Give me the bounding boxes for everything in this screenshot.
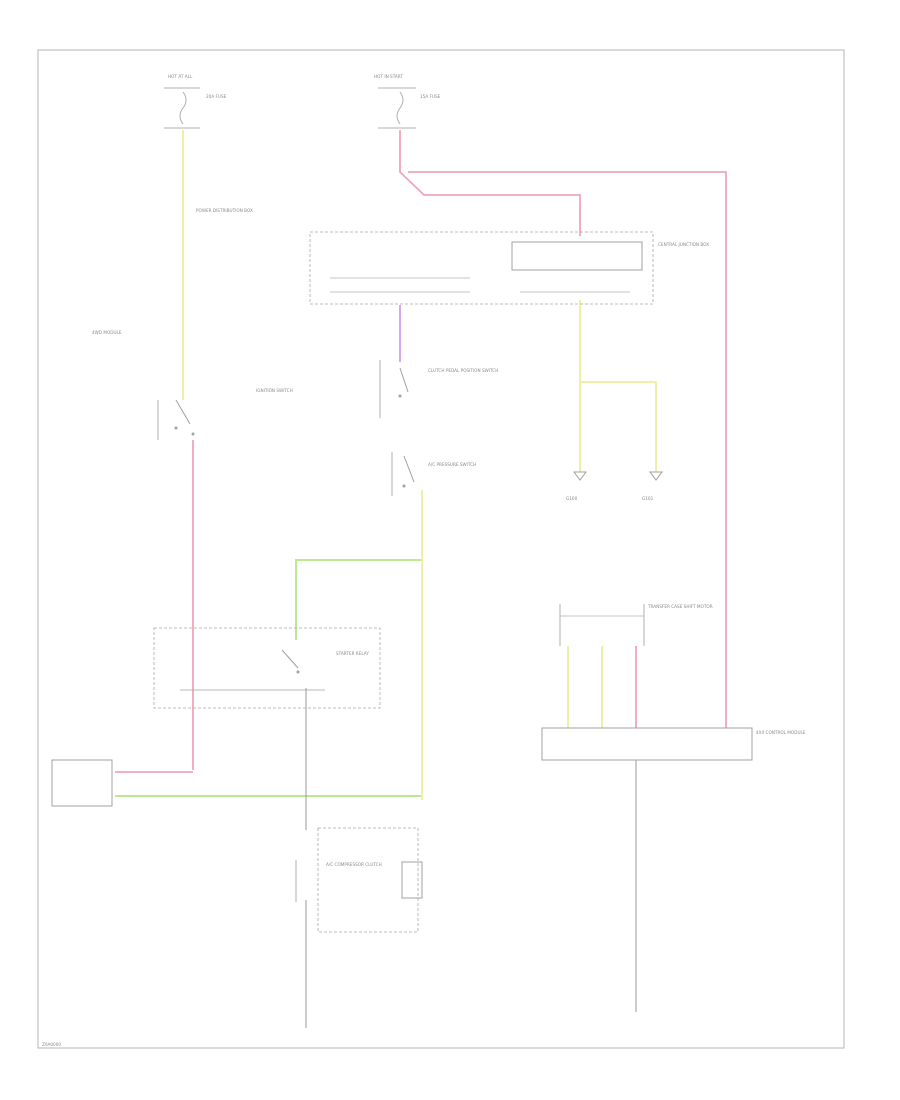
label-4x4-module: 4X4 CONTROL MODULE <box>756 730 806 735</box>
fuse-center <box>378 87 416 129</box>
label-transfer-case: TRANSFER CASE SHIFT MOTOR <box>647 604 713 609</box>
junction-relay-right <box>511 241 643 271</box>
label-power-dist: POWER DISTRIBUTION BOX <box>196 208 253 213</box>
label-4wd: 4WD MODULE <box>92 330 122 335</box>
label-clutch-pedal: CLUTCH PEDAL POSITION SWITCH <box>428 368 498 373</box>
ac-pressure-switch <box>391 452 415 496</box>
label-fuse-left: 20A FUSE <box>206 94 227 99</box>
wire-yellow-right-b <box>580 381 657 472</box>
label-fuse-right: 15A FUSE <box>420 94 441 99</box>
fuse-left <box>164 87 200 129</box>
label-ground-g101: G101 <box>642 496 654 501</box>
clutch-switch <box>379 360 409 418</box>
4x4-module-box <box>541 727 753 761</box>
ground-g101 <box>649 471 663 481</box>
ac-clutch-coil <box>401 861 423 899</box>
label-ground-g100: G100 <box>566 496 578 501</box>
label-ac-pressure: A/C PRESSURE SWITCH <box>428 462 476 467</box>
ac-compressor-box <box>317 827 419 933</box>
wire-pink-top-right <box>408 171 727 728</box>
wire-pink-top <box>399 130 581 236</box>
diagram-border <box>37 49 845 1049</box>
wire-green-upper <box>295 559 422 640</box>
transfer-case-motor <box>559 604 645 646</box>
powertrain-module-box <box>51 759 113 807</box>
label-starter-relay: STARTER RELAY <box>336 651 369 656</box>
label-central-junction: CENTRAL JUNCTION BOX <box>658 242 709 247</box>
central-junction-box <box>309 231 654 305</box>
footer-code: Z0A0000 <box>42 1042 61 1047</box>
starter-relay-box <box>153 627 381 709</box>
label-hot-at-all: HOT AT ALL <box>168 74 193 79</box>
label-ac-compressor: A/C COMPRESSOR CLUTCH <box>326 862 382 867</box>
ground-g100 <box>573 471 587 481</box>
label-ignition-switch: IGNITION SWITCH <box>256 388 293 393</box>
ignition-switch <box>157 399 195 440</box>
label-hot-in-start: HOT IN START <box>374 74 403 79</box>
